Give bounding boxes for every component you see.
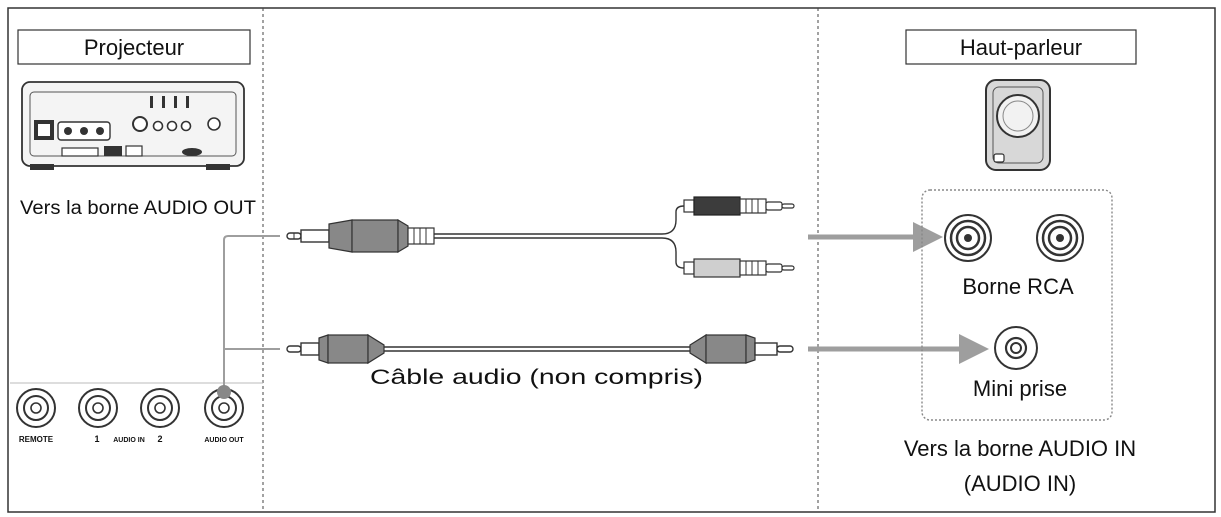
port-audio-in-2 [140,388,180,428]
speaker-title-box [905,29,1137,65]
projector-title: Projecteur [84,35,184,60]
mini-jack [994,326,1038,370]
port-label-in2: 2 [157,434,162,444]
diagram-frame [7,7,1216,513]
projector-illustration [21,81,245,170]
port-label-in1: 1 [94,434,99,444]
rca-label: Borne RCA [962,274,1074,299]
audio-out-connector-path [217,235,280,399]
speaker-title: Haut-parleur [960,35,1082,60]
port-label-remote: REMOTE [19,435,54,444]
speaker-input-caption-1: Vers la borne AUDIO IN [904,436,1136,461]
port-remote [16,388,56,428]
projector-title-box [17,29,251,65]
cable-label: Câble audio (non compris) [370,366,703,389]
y-cable [286,196,795,278]
speaker-icon [985,79,1051,171]
port-audio-out [204,388,244,428]
port-label-audio-in: AUDIO IN [113,437,145,444]
mini-label: Mini prise [973,376,1067,401]
speaker-input-caption-2: (AUDIO IN) [964,471,1076,496]
rca-jack-left [944,214,992,262]
port-label-audio-out: AUDIO OUT [204,437,244,444]
input-panel [921,189,1113,421]
port-audio-in-1 [78,388,118,428]
audio-out-dot [217,385,231,399]
rca-jack-right [1036,214,1084,262]
projector-output-caption: Vers la borne AUDIO OUT [20,198,256,219]
mini-mini-cable [286,333,794,365]
